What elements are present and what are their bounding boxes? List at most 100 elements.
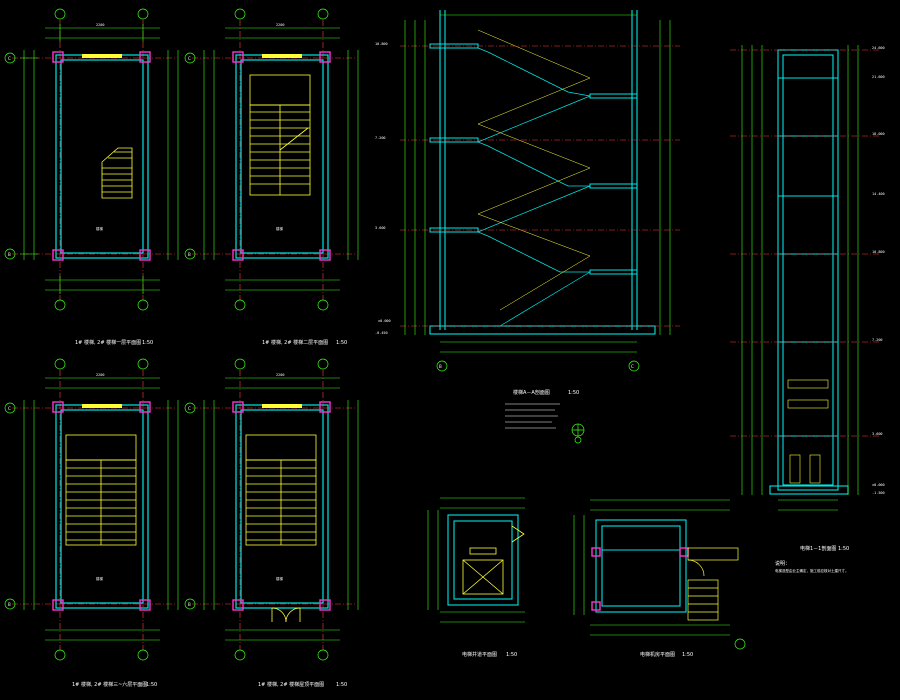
plan-2-stair bbox=[249, 74, 311, 196]
plan-1: C B 2200 楼梯 1# 楼梯, 2# 楼梯一层平面图 1:50 bbox=[4, 8, 179, 346]
plan-4-columns bbox=[232, 401, 331, 611]
elevator-section-dimensions bbox=[741, 45, 859, 511]
elevator-shaft-scale: 1:50 bbox=[506, 652, 517, 658]
machine-room-grid-bubble bbox=[734, 638, 746, 650]
stair-section-title: 楼梯A－A剖面图 bbox=[513, 389, 550, 396]
plan-3-axis-bottom: B bbox=[8, 602, 11, 607]
elevator-elev-4: 14.400 bbox=[872, 192, 885, 196]
plan-2-axis-bottom: B bbox=[188, 252, 191, 257]
plan-4-axis-top: C bbox=[188, 406, 191, 411]
plan-1-width-dim: 2200 bbox=[96, 23, 104, 27]
plan-3-dimensions bbox=[23, 377, 179, 641]
elevator-section-scale: 1:50 bbox=[838, 546, 849, 552]
machine-room-stair bbox=[687, 547, 739, 621]
plan-2-room-label: 楼梯 bbox=[276, 226, 284, 231]
elevator-elev-5: 10.800 bbox=[872, 250, 885, 254]
plan-3-title: 1# 楼梯, 2# 楼梯三~六层平面图 bbox=[72, 681, 147, 688]
plan-3-width-dim: 2200 bbox=[96, 373, 104, 377]
elevator-shaft-walls bbox=[447, 514, 519, 606]
plan-2-columns bbox=[232, 51, 331, 261]
elevator-section-slabs bbox=[778, 77, 838, 437]
stair-section-elev-1: 10.800 bbox=[375, 42, 388, 46]
plan-4: C B 2200 楼梯 1# 楼梯, 2# 楼梯屋顶平面图 1:50 bbox=[184, 358, 359, 688]
plan-4-grid-bubbles bbox=[184, 358, 329, 661]
elevator-section: 24.600 21.600 18.000 14.400 10.800 7.200… bbox=[730, 45, 885, 573]
plan-1-scale: 1:50 bbox=[142, 340, 153, 346]
plan-4-entry-doors bbox=[271, 607, 301, 623]
stair-section-elev-4: ±0.000 bbox=[378, 319, 391, 323]
elevator-elev-6: 7.200 bbox=[872, 338, 883, 342]
elevator-elev-9: -1.500 bbox=[872, 491, 885, 495]
stair-section-elev-5: -0.450 bbox=[375, 331, 388, 335]
plan-2-axis-top: C bbox=[188, 56, 191, 61]
plan-1-window bbox=[82, 54, 122, 58]
plan-2-window bbox=[262, 54, 302, 58]
stair-section-axis-right: C bbox=[631, 364, 634, 369]
stair-section-grid-bubbles bbox=[436, 360, 640, 372]
plan-3-window bbox=[82, 404, 122, 408]
plan-1-grid-bubbles bbox=[4, 8, 149, 311]
stair-section-dimensions bbox=[404, 14, 671, 353]
plan-4-room-label: 楼梯 bbox=[276, 576, 284, 581]
plan-2-grid-bubbles bbox=[184, 8, 329, 311]
stair-section-level-lines bbox=[400, 45, 680, 327]
stair-section-slabs bbox=[429, 43, 638, 275]
stair-section-elev-2: 7.200 bbox=[375, 136, 386, 140]
elevator-elev-8: ±0.000 bbox=[872, 483, 885, 487]
machine-room-walls bbox=[595, 519, 687, 613]
stair-section-axis-left: B bbox=[439, 364, 442, 369]
plan-3-columns bbox=[52, 401, 151, 611]
elevator-section-title: 电梯1－1剖面图 bbox=[800, 545, 836, 552]
compass-icon bbox=[571, 423, 585, 444]
machine-room-scale: 1:50 bbox=[682, 652, 693, 658]
plan-2-scale: 1:50 bbox=[336, 340, 347, 346]
plan-1-axis-bottom: B bbox=[8, 252, 11, 257]
machine-room-dimensions bbox=[573, 499, 730, 636]
machine-room-columns bbox=[591, 547, 689, 611]
machine-room-title: 电梯机房平面图 bbox=[640, 651, 675, 658]
plan-2-width-dim: 2200 bbox=[276, 23, 284, 27]
elevator-shaft-plan: 电梯井道平面图 1:50 bbox=[427, 497, 525, 658]
stair-section-scale: 1:50 bbox=[568, 390, 579, 396]
elevator-elev-7: 3.600 bbox=[872, 432, 883, 436]
plan-1-room-label: 楼梯 bbox=[96, 226, 103, 231]
plan-3-scale: 1:50 bbox=[146, 682, 157, 688]
plan-4-window bbox=[262, 404, 302, 408]
elevator-car-icon bbox=[462, 547, 504, 595]
plan-3-grid-bubbles bbox=[4, 358, 149, 661]
plan-4-stair bbox=[245, 434, 317, 546]
elevator-section-level-lines bbox=[730, 49, 880, 437]
plan-3-room-label: 楼梯 bbox=[96, 576, 103, 581]
plan-4-scale: 1:50 bbox=[336, 682, 347, 688]
elevator-shaft-dimensions bbox=[427, 497, 525, 623]
plan-4-title: 1# 楼梯, 2# 楼梯屋顶平面图 bbox=[258, 681, 324, 688]
plan-4-width-dim: 2200 bbox=[276, 373, 284, 377]
plan-1-columns bbox=[52, 51, 151, 261]
elevator-elev-1: 24.600 bbox=[872, 46, 885, 50]
stair-section-legend-lines bbox=[505, 403, 560, 429]
plan-4-axis-bottom: B bbox=[188, 602, 191, 607]
plan-2-title: 1# 楼梯, 2# 楼梯二层平面图 bbox=[262, 339, 328, 346]
plan-3: C B 2200 楼梯 1# 楼梯, 2# 楼梯三~六层平面图 1:50 bbox=[4, 358, 179, 688]
elevator-elev-2: 21.600 bbox=[872, 75, 885, 79]
notes-heading: 说明： bbox=[775, 560, 790, 567]
stair-section-elev-3: 3.600 bbox=[375, 226, 386, 230]
stair-section-flights bbox=[477, 47, 591, 327]
elevator-section-pit-details bbox=[787, 379, 829, 484]
plan-1-title: 1# 楼梯, 2# 楼梯一层平面图 bbox=[75, 339, 141, 346]
plan-3-axis-top: C bbox=[8, 406, 11, 411]
plan-1-axis-top: C bbox=[8, 56, 11, 61]
notes-text: 电梯选型由业主确定，施工前应核对土建尺寸。 bbox=[775, 568, 849, 573]
stair-section: B C 10.800 7.200 3.600 ±0.000 -0.450 楼梯A… bbox=[375, 10, 680, 444]
stair-section-walls bbox=[429, 10, 656, 335]
plan-4-dimensions bbox=[203, 377, 359, 641]
plan-1-dimensions bbox=[20, 24, 179, 294]
plan-2-dimensions bbox=[203, 27, 359, 291]
elevator-elev-3: 18.000 bbox=[872, 132, 885, 136]
plan-3-stair bbox=[65, 434, 137, 546]
elevator-shaft-door bbox=[511, 525, 525, 543]
machine-room-plan: 电梯机房平面图 1:50 bbox=[573, 499, 746, 658]
elevator-shaft-title: 电梯井道平面图 bbox=[462, 651, 497, 658]
elevator-section-walls bbox=[769, 49, 849, 495]
